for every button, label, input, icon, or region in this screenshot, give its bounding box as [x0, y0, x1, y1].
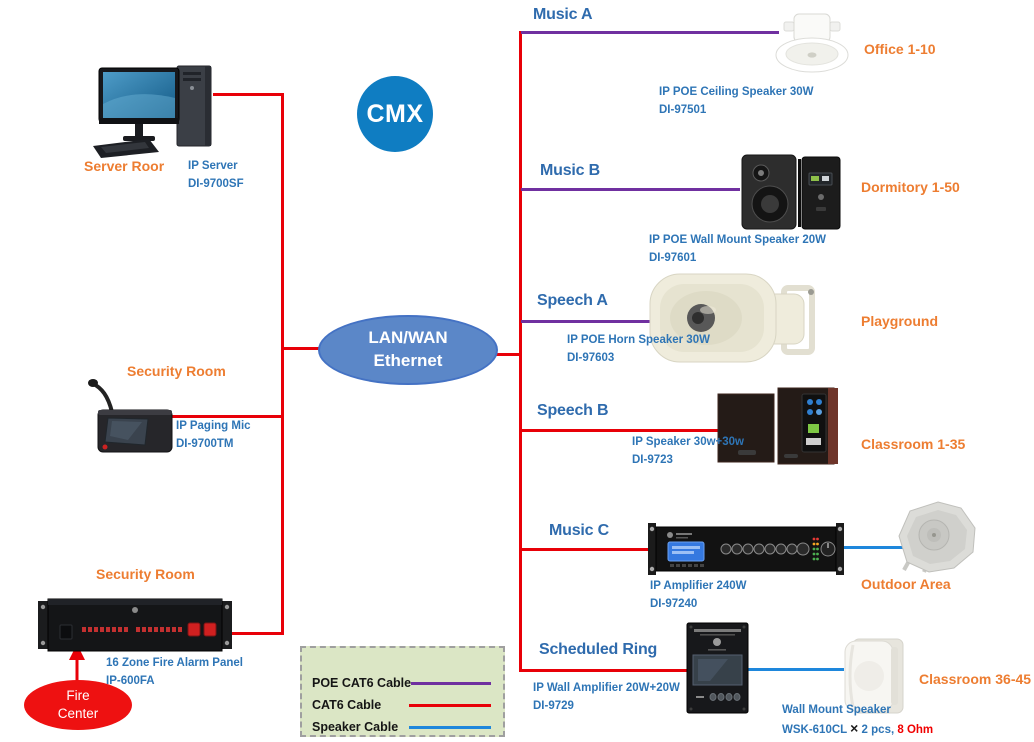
cat6-cable-line	[521, 429, 720, 432]
outdoor-horn-speaker-image	[898, 501, 976, 573]
ip-amplifier-name: IP Amplifier 240W	[650, 580, 747, 592]
location-classroom-1-35: Classroom 1-35	[861, 436, 966, 452]
wall-mount-speakers-image	[741, 154, 841, 230]
legend-label-poe-cat6: POE CAT6 Cable	[312, 676, 412, 690]
wall-speaker-20w-model: DI-97601	[649, 252, 697, 264]
zone-title-scheduled-ring: Scheduled Ring	[539, 641, 658, 658]
paging-mic-label: IP Paging Mic DI-9700TM	[176, 417, 251, 453]
wall-mount-speaker-white-image	[844, 638, 904, 714]
cat6-cable-line	[284, 347, 320, 350]
cat6-cable-line	[213, 93, 283, 96]
ceiling-speaker-name: IP POE Ceiling Speaker 30W	[659, 86, 814, 98]
cat6-cable-line	[521, 548, 650, 551]
wall-speaker-20w-label: IP POE Wall Mount Speaker 20W DI-97601	[649, 231, 826, 267]
paging-mic-name: IP Paging Mic	[176, 420, 251, 432]
fire-alarm-panel-image	[38, 598, 232, 652]
paging-mic-model: DI-9700TM	[176, 438, 234, 450]
zone-title-music-c: Music C	[549, 522, 609, 539]
cat6-cable-line	[227, 632, 284, 635]
legend-label-cat6: CAT6 Cable	[312, 698, 382, 712]
fire-panel-name: 16 Zone Fire Alarm Panel	[106, 657, 243, 669]
horn-speaker-name: IP POE Horn Speaker 30W	[567, 334, 710, 346]
cat6-cable-line	[168, 415, 281, 418]
wall-amplifier-label: IP Wall Amplifier 20W+20W DI-9729	[533, 679, 680, 715]
location-outdoor-area: Outdoor Area	[861, 576, 951, 592]
cmx-logo-text: CMX	[366, 99, 424, 128]
ip-speaker-name: IP Speaker 30w+30w	[632, 436, 744, 448]
wall-speaker-20w-name: IP POE Wall Mount Speaker 20W	[649, 234, 827, 246]
speaker-swatch-line	[409, 725, 491, 729]
security-room-mic-label: Security Room	[127, 363, 226, 379]
zone-title-music-a: Music A	[533, 6, 593, 23]
ceiling-speaker-image	[775, 13, 849, 73]
fire-arrow-icon	[69, 644, 85, 684]
speaker-cable-line	[840, 546, 906, 549]
cat6-trunk-right-line	[519, 31, 522, 672]
ip-amplifier-image	[648, 523, 844, 575]
multiply-sign: ×	[850, 720, 859, 736]
fire-center-line1: Fire	[66, 688, 90, 704]
fire-center-node: Fire Center	[24, 680, 132, 730]
poe-cat6-cable-line	[521, 320, 666, 323]
poe-cat6-swatch-line	[411, 681, 491, 685]
legend-row: Speaker Cable	[312, 716, 491, 738]
network-label-line2: Ethernet	[373, 351, 443, 370]
location-dormitory: Dormitory 1-50	[861, 179, 960, 195]
desktop-computer-image	[93, 65, 212, 158]
cat6-trunk-left-line	[281, 93, 284, 635]
legend-row: POE CAT6 Cable	[312, 672, 491, 694]
wall-amplifier-name: IP Wall Amplifier 20W+20W	[533, 682, 680, 694]
fire-center-line2: Center	[57, 706, 99, 721]
fire-panel-model: IP-600FA	[106, 675, 155, 687]
wall-mount-speaker-label: Wall Mount Speaker WSK-610CL × 2 pcs, 8 …	[782, 701, 933, 739]
wall-amplifier-model: DI-9729	[533, 700, 574, 712]
ceiling-speaker-label: IP POE Ceiling Speaker 30W DI-97501	[659, 83, 813, 119]
ip-amplifier-label: IP Amplifier 240W DI-97240	[650, 577, 747, 613]
zone-title-speech-b: Speech B	[537, 402, 609, 419]
cat6-cable-line	[521, 669, 687, 672]
location-office: Office 1-10	[864, 41, 936, 57]
zone-title-speech-a: Speech A	[537, 292, 608, 309]
speaker-cable-line	[747, 668, 844, 671]
server-room-label: Server Roor	[84, 158, 165, 174]
cmx-logo: CMX	[357, 76, 433, 152]
wall-amplifier-image	[686, 622, 749, 714]
ip-server-label: IP Server DI-9700SF	[188, 157, 244, 193]
fire-panel-label: 16 Zone Fire Alarm Panel IP-600FA	[106, 654, 243, 690]
bookshelf-speakers-image	[717, 387, 838, 465]
horn-speaker-label: IP POE Horn Speaker 30W DI-97603	[567, 331, 710, 367]
paging-mic-image	[88, 379, 173, 453]
poe-cat6-cable-line	[521, 188, 740, 191]
cable-legend: POE CAT6 Cable CAT6 Cable Speaker Cable	[300, 646, 505, 737]
ceiling-speaker-model: DI-97501	[659, 104, 707, 116]
legend-row: CAT6 Cable	[312, 694, 491, 716]
network-label-line1: LAN/WAN	[368, 328, 448, 348]
zone-title-music-b: Music B	[540, 162, 600, 179]
cat6-swatch-line	[409, 703, 491, 707]
legend-label-speaker: Speaker Cable	[312, 720, 399, 734]
ip-server-model: DI-9700SF	[188, 178, 244, 190]
security-room-panel-label: Security Room	[96, 566, 195, 582]
horn-speaker-model: DI-97603	[567, 352, 615, 364]
wall-mount-speaker-qty: 2 pcs,	[858, 724, 895, 736]
ip-amplifier-model: DI-97240	[650, 598, 698, 610]
ip-speaker-label: IP Speaker 30w+30w DI-9723	[632, 433, 744, 469]
wall-mount-speaker-name: Wall Mount Speaker	[782, 704, 891, 716]
wall-mount-speaker-impedance: 8 Ohm	[894, 724, 934, 736]
horn-speaker-image	[649, 273, 815, 363]
location-playground: Playground	[861, 313, 939, 329]
wall-mount-speaker-model: WSK-610CL	[782, 724, 847, 736]
ip-server-name: IP Server	[188, 160, 238, 172]
lan-wan-ethernet-node: LAN/WAN Ethernet	[318, 315, 498, 385]
ip-speaker-model: DI-9723	[632, 454, 673, 466]
poe-cat6-cable-line	[521, 31, 779, 34]
location-classroom-36-45: Classroom 36-45	[919, 671, 1032, 687]
cat6-cable-line	[496, 353, 521, 356]
wall-mount-speaker-spec: WSK-610CL × 2 pcs, 8 Ohm	[782, 719, 933, 739]
